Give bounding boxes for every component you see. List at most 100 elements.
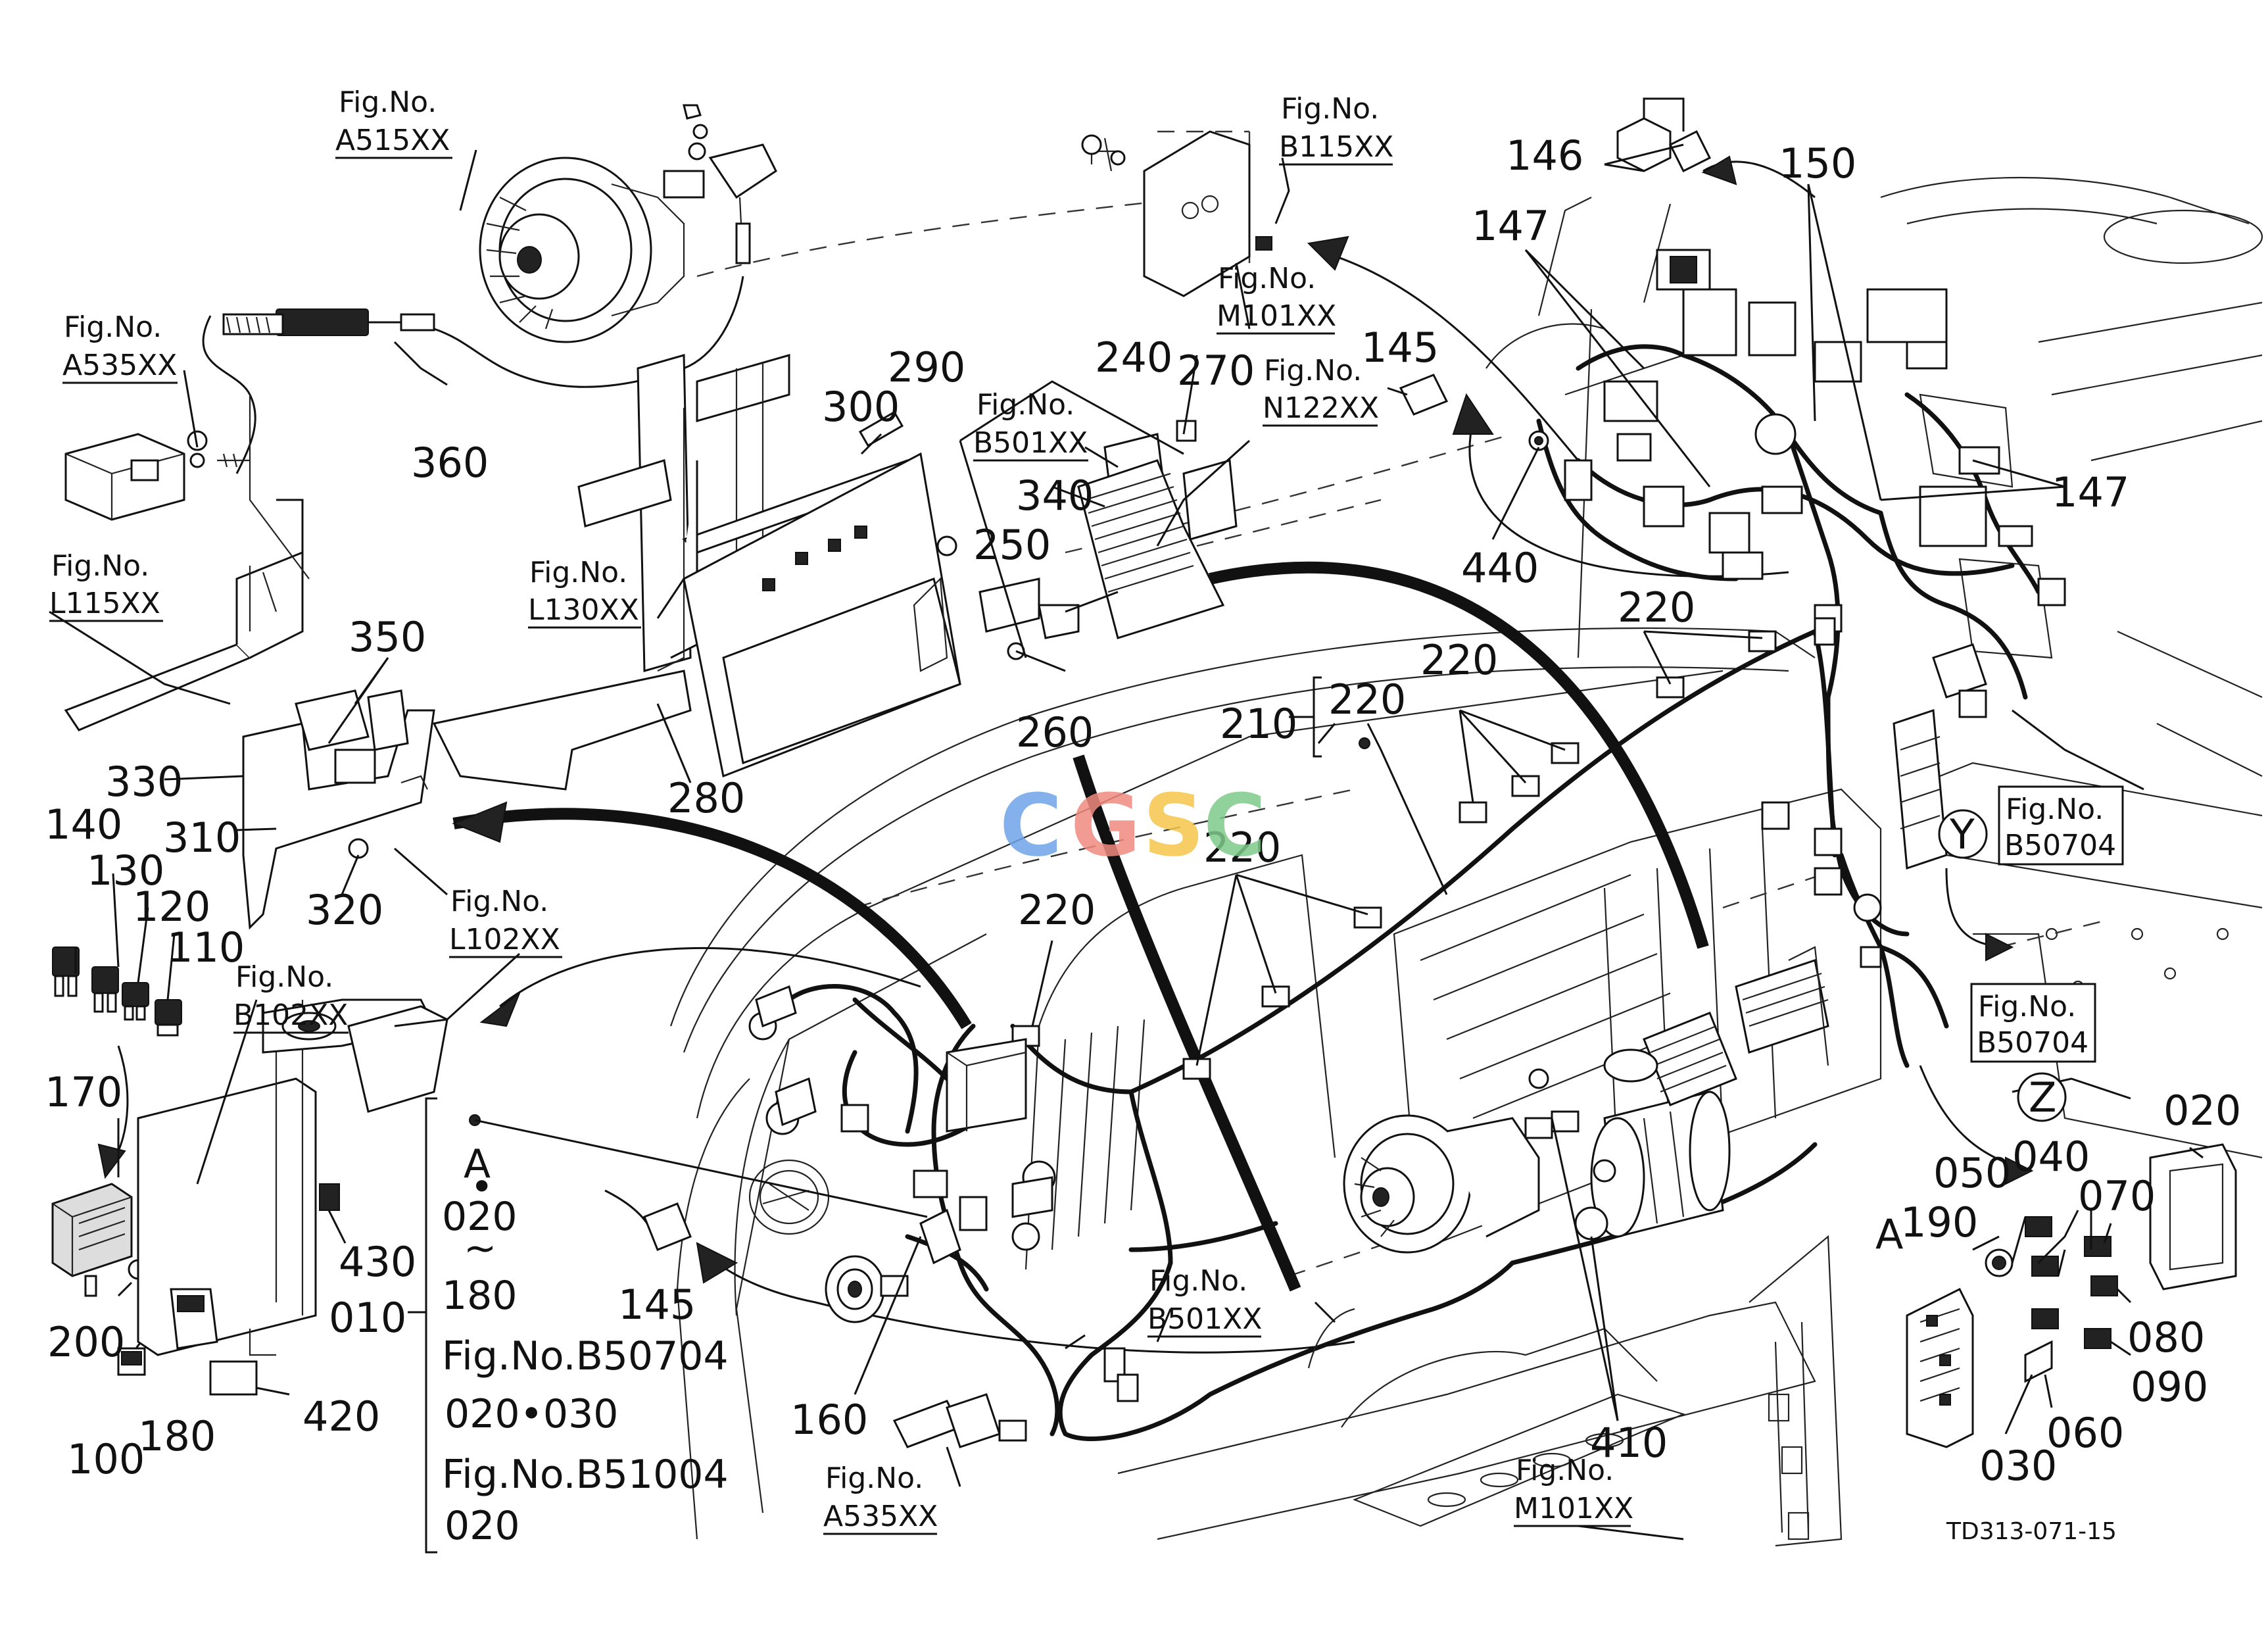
fig-n122-label: Fig.No. <box>1264 354 1362 387</box>
view-y-letter: Y <box>1949 810 1975 858</box>
connector-145-top <box>1399 374 1449 416</box>
part-number-labels: 360 350 330 310 320 140 130 120 110 170 … <box>45 132 2241 1490</box>
fig-a535-bottom-label: Fig.No. <box>825 1462 923 1495</box>
part-050: 050 <box>1933 1149 2011 1197</box>
watermark-letter-g: G <box>1071 775 1141 875</box>
part-360: 360 <box>411 439 489 487</box>
part-200: 200 <box>47 1318 125 1366</box>
view-z-circle <box>2017 1072 2067 1122</box>
part-420: 420 <box>302 1392 380 1440</box>
part-040: 040 <box>2012 1133 2090 1181</box>
part-440: 440 <box>1461 544 1539 592</box>
group-010-notes: 010 A • 020 ~ 180 Fig.No.B50704 020•030 … <box>329 1141 729 1549</box>
part-220-b: 220 <box>1420 636 1498 684</box>
fig-b501-top-label: Fig.No. <box>977 388 1074 422</box>
fig-b50704-z-code: B50704 <box>1977 1026 2088 1060</box>
part-020: 020 <box>2163 1087 2241 1135</box>
fig-l102-code: L102XX <box>449 923 560 956</box>
fig-m101-top-label: Fig.No. <box>1218 262 1316 295</box>
part-060: 060 <box>2046 1409 2124 1457</box>
part-270: 270 <box>1177 347 1255 395</box>
part-120: 120 <box>133 883 210 931</box>
bracket-l115 <box>64 395 310 731</box>
group-010-line9: 020 <box>445 1503 520 1549</box>
part-330: 330 <box>105 758 183 806</box>
fuse-panel-b102 <box>117 998 448 1396</box>
fuse-block-a <box>1906 1216 2118 1448</box>
switch-a535-top <box>64 430 250 521</box>
view-y-circle <box>1938 809 1988 859</box>
headlight-relay-cluster <box>748 985 1139 1402</box>
part-350: 350 <box>349 613 426 661</box>
part-220-d: 220 <box>1203 823 1281 872</box>
main-harness-210 <box>786 617 1949 1441</box>
group-010-line7: 020•030 <box>445 1391 618 1437</box>
part-220-a: 220 <box>1328 676 1406 724</box>
starter-motor <box>1574 946 1829 1241</box>
part-310: 310 <box>163 814 241 862</box>
fig-b115-label: Fig.No. <box>1281 92 1379 126</box>
part-100: 100 <box>67 1435 145 1483</box>
fig-b50704-y-box <box>1998 785 2124 866</box>
fig-b501-bottom-label: Fig.No. <box>1149 1264 1247 1298</box>
part-260: 260 <box>1016 708 1094 756</box>
arrow-to-wiring-front <box>1073 754 1301 1292</box>
view-markers: Y Z A <box>1875 809 2067 1258</box>
view-z-letter: Z <box>2029 1073 2056 1121</box>
part-110: 110 <box>167 923 245 971</box>
watermark-letter-s: S <box>1143 775 1205 875</box>
part-010: 010 <box>329 1294 406 1342</box>
fig-a515-code: A515XX <box>335 124 450 157</box>
part-080: 080 <box>2127 1314 2205 1362</box>
group-010-line8: Fig.No.B51004 <box>442 1452 729 1498</box>
alternator-center <box>1343 1068 1580 1254</box>
fig-m101-bottom-code: M101XX <box>1514 1492 1633 1525</box>
bracket-l130-and-plate-280 <box>432 354 961 791</box>
part-280: 280 <box>667 774 745 822</box>
fig-b501-bottom-code: B501XX <box>1147 1302 1262 1336</box>
part-250: 250 <box>973 521 1051 569</box>
group-010-line2: • <box>470 1164 493 1210</box>
part-030: 030 <box>1979 1442 2057 1490</box>
group-010-line6: Fig.No.B50704 <box>442 1333 729 1379</box>
part-190: 190 <box>1900 1198 1978 1246</box>
part-300: 300 <box>822 383 900 431</box>
fig-l130-code: L130XX <box>528 593 639 627</box>
part-145-bottom: 145 <box>618 1281 696 1329</box>
fig-b50704-y-code: B50704 <box>2004 829 2116 862</box>
part-180: 180 <box>138 1412 216 1460</box>
fig-b102-code: B102XX <box>233 998 348 1032</box>
fig-l102-label: Fig.No. <box>450 885 548 918</box>
part-170: 170 <box>45 1068 122 1116</box>
group-010-line1: A <box>464 1141 491 1187</box>
fig-m101-top-code: M101XX <box>1217 299 1336 333</box>
upper-right-harness <box>1528 97 2066 937</box>
tractor-body-outline <box>669 176 2263 1547</box>
drawing-code: TD313-071-15 <box>1946 1518 2117 1545</box>
part-410: 410 <box>1590 1419 1668 1467</box>
fig-b102-label: Fig.No. <box>235 960 333 994</box>
relay-bracket-310 <box>242 689 435 930</box>
part-090: 090 <box>2131 1363 2208 1411</box>
fig-a535-top-label: Fig.No. <box>64 310 162 344</box>
part-140: 140 <box>45 800 122 848</box>
fig-b50704-y-label: Fig.No. <box>2006 793 2104 826</box>
fig-b115-code: B115XX <box>1279 130 1393 164</box>
fig-a535-top-code: A535XX <box>62 349 177 382</box>
bracket-l102 <box>1307 1308 1355 1369</box>
part-320: 320 <box>306 886 383 934</box>
alternator-top-left <box>479 104 777 343</box>
part-146: 146 <box>1506 132 1583 180</box>
part-145-top: 145 <box>1361 324 1439 372</box>
part-290: 290 <box>888 343 965 391</box>
fig-a535-bottom-code: A535XX <box>823 1500 938 1533</box>
fig-m101-bottom-label: Fig.No. <box>1516 1454 1614 1487</box>
fig-b50704-z-box <box>1970 983 2096 1063</box>
part-147-right: 147 <box>2052 468 2129 516</box>
fig-b50704-z-label: Fig.No. <box>1978 990 2076 1023</box>
fuse-cover-020 <box>2149 1143 2237 1291</box>
relay-170 <box>51 1183 149 1297</box>
fig-a515-label: Fig.No. <box>339 86 437 119</box>
fig-b501-top-code: B501XX <box>973 426 1088 460</box>
